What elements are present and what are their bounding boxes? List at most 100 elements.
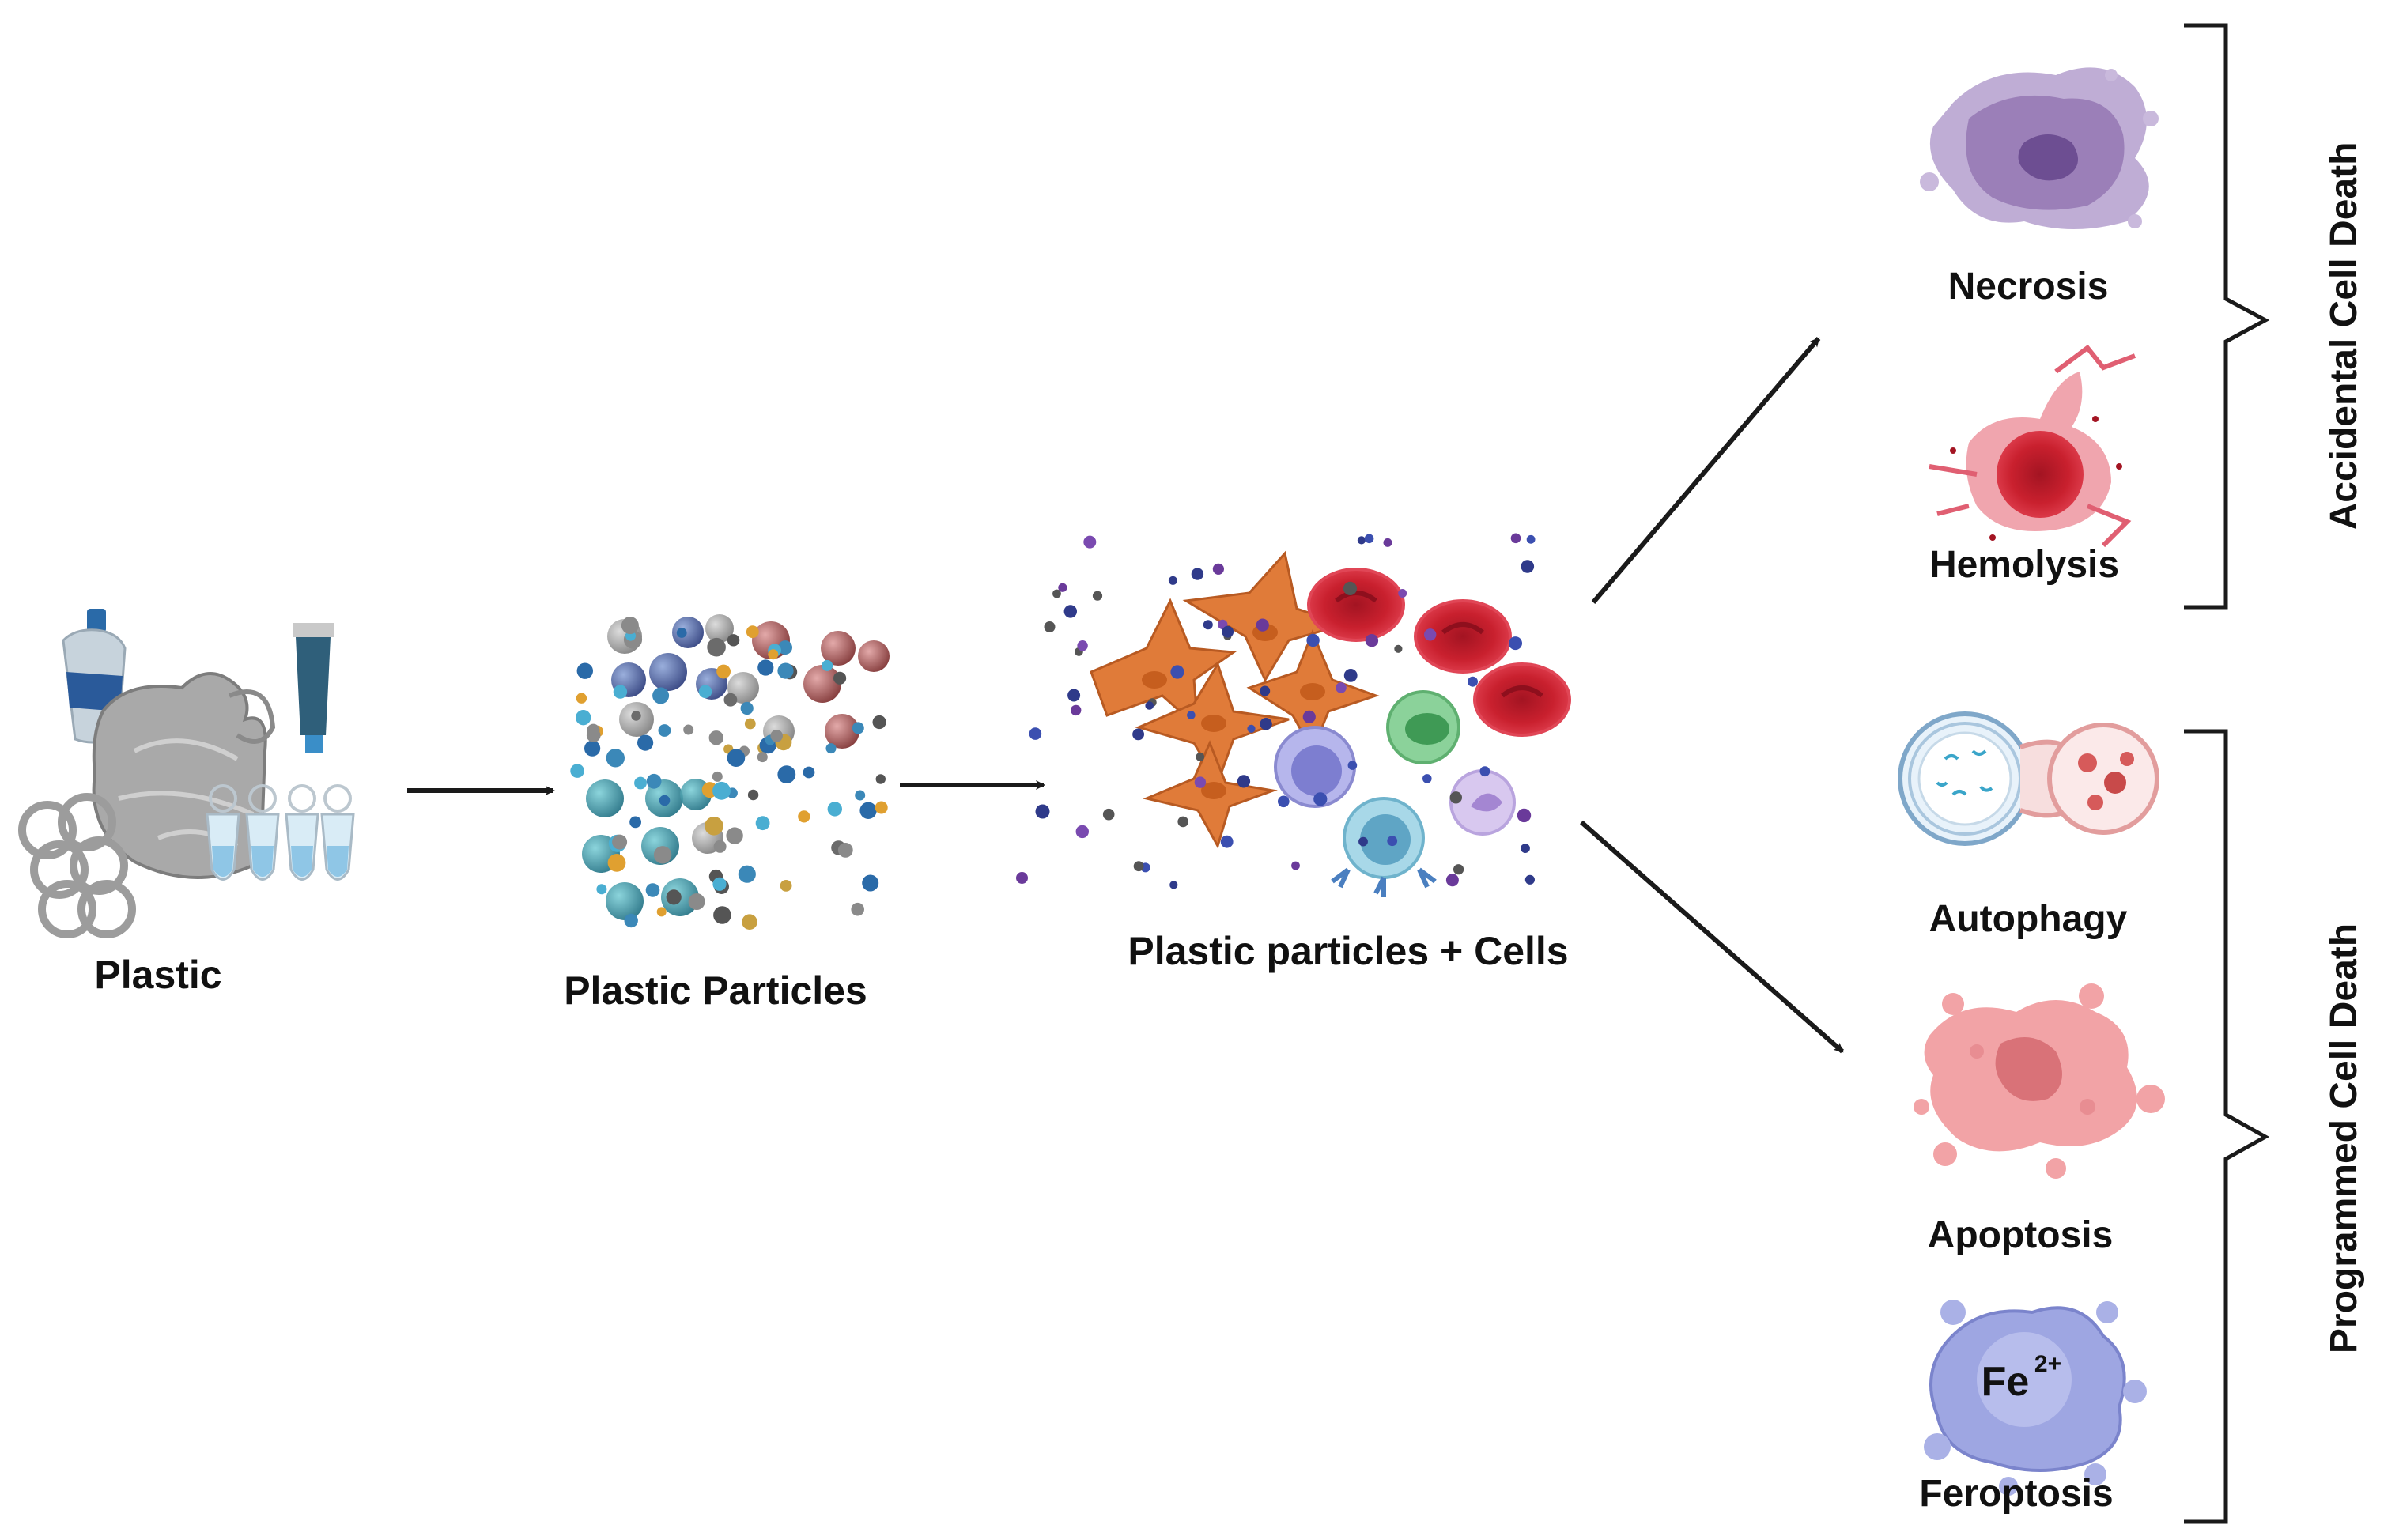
label-accidental-cell-death: Accidental Cell Death: [2323, 142, 2365, 530]
plastic-particle: [852, 722, 864, 734]
particle-dot: [1306, 633, 1320, 647]
particle-dot: [1364, 534, 1374, 544]
particle-dot: [1220, 835, 1234, 848]
eppendorf-tubes-icon: [206, 784, 355, 881]
label-necrosis: Necrosis: [1948, 266, 2109, 308]
particle-dot: [1168, 576, 1177, 585]
particle-dot: [1075, 825, 1090, 839]
particle-dot: [1169, 881, 1178, 889]
label-plastic-particles-cells: Plastic particles + Cells: [1128, 929, 1568, 973]
particle-dot: [1343, 669, 1358, 682]
particle-dot: [1052, 589, 1061, 598]
particle-dot: [1212, 563, 1224, 575]
particle-dot: [1187, 711, 1196, 719]
particle-dot: [1191, 568, 1204, 580]
particle-dot: [1237, 775, 1251, 788]
plastic-particle: [584, 740, 601, 757]
particle-dot: [1453, 864, 1464, 875]
plastic-particle: [707, 637, 726, 657]
plastic-particle: [652, 687, 670, 704]
autophagy-cell-icon: [1898, 711, 2159, 846]
plastic-particle: [705, 614, 734, 643]
plastic-items-illustration: [18, 609, 355, 938]
particle-dot: [1132, 728, 1144, 741]
particle-dot: [1398, 589, 1407, 598]
plastic-particle: [875, 774, 886, 784]
plastic-particle: [576, 662, 593, 679]
six-pack-rings-icon: [18, 793, 136, 938]
apoptosis-cell-icon: [1914, 983, 2165, 1179]
particle-dot: [1077, 640, 1088, 651]
particle-dot: [1145, 701, 1154, 710]
plastic-particle: [872, 715, 886, 730]
particle-dot: [1260, 718, 1272, 730]
plastic-particle: [713, 906, 731, 924]
particle-dot: [1092, 591, 1103, 601]
plastic-particle: [768, 649, 779, 660]
plastic-particle: [606, 882, 644, 920]
necrosis-cell-icon: [1920, 67, 2159, 229]
plastic-particle: [777, 765, 796, 783]
particle-dot: [1479, 766, 1490, 777]
lymphocyte-cell-icon: [1274, 726, 1356, 808]
plastic-particles-illustration: [570, 614, 890, 930]
plastic-particle: [666, 889, 682, 905]
plastic-particle: [576, 710, 591, 726]
bracket-accidental: [2184, 23, 2270, 610]
particle-dot: [1067, 689, 1081, 702]
plastic-tube-icon: [293, 623, 334, 753]
plastic-particle: [713, 840, 727, 853]
plastic-particle: [833, 671, 847, 685]
plastic-particle: [688, 893, 705, 910]
b-cell-icon: [1331, 797, 1437, 897]
plastic-particle: [653, 846, 672, 864]
plastic-particle: [742, 914, 757, 930]
particle-dot: [1521, 560, 1535, 573]
plastic-particle: [712, 771, 723, 782]
arrow-to-programmed-death: [1580, 820, 1844, 1054]
label-autophagy: Autophagy: [1929, 898, 2128, 940]
red-blood-cell-icon: [1307, 568, 1571, 737]
plastic-particle: [606, 749, 625, 768]
particle-dot: [1278, 795, 1290, 808]
plastic-particle: [726, 827, 743, 844]
cells-with-particles-illustration: [1016, 533, 1571, 897]
particle-dot: [1424, 628, 1437, 641]
particle-dot: [1029, 727, 1042, 740]
particle-dot: [1247, 724, 1256, 733]
particle-dot: [1387, 836, 1398, 847]
plastic-particle: [646, 773, 662, 789]
plastic-particle: [658, 724, 671, 737]
ferroptosis-charge: 2+: [2034, 1351, 2061, 1377]
plastic-particle: [822, 659, 833, 671]
plastic-particle: [755, 816, 770, 831]
label-hemolysis: Hemolysis: [1929, 544, 2119, 586]
plastic-particle: [712, 781, 731, 800]
label-programmed-cell-death: Programmed Cell Death: [2323, 923, 2365, 1353]
plastic-particle: [645, 883, 660, 897]
plastic-particle: [747, 789, 759, 801]
plastic-particle: [587, 723, 600, 737]
particle-dot: [1177, 816, 1188, 828]
particle-dot: [1357, 536, 1366, 545]
label-plastic-particles: Plastic Particles: [564, 968, 867, 1013]
plastic-particle: [634, 776, 647, 790]
label-plastic: Plastic: [94, 953, 221, 997]
particle-dot: [1302, 710, 1316, 723]
plastic-particle: [723, 693, 738, 707]
particle-dot: [1383, 538, 1392, 547]
particle-dot: [1256, 618, 1269, 632]
plastic-particle: [672, 617, 704, 648]
ferroptosis-fe-symbol: Fe: [1982, 1359, 2030, 1405]
particle-dot: [1203, 620, 1213, 630]
plastic-particle: [576, 693, 587, 704]
plastic-particle: [586, 779, 624, 817]
label-apoptosis: Apoptosis: [1928, 1214, 2114, 1256]
plastic-particle: [875, 801, 888, 814]
plastic-particle: [778, 640, 792, 655]
particle-dot: [1260, 685, 1271, 696]
plastic-particle: [698, 685, 712, 699]
plastic-particle: [780, 880, 792, 892]
plastic-particle: [738, 865, 756, 883]
plastic-particle: [862, 874, 879, 892]
